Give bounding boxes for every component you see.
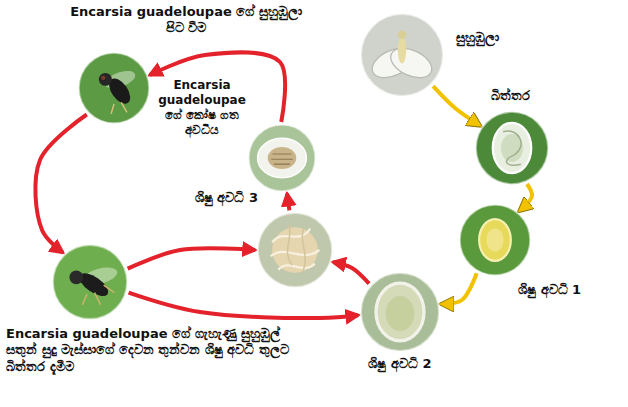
photo-detail — [82, 285, 114, 305]
photo-image — [459, 204, 531, 276]
photo-circle — [475, 111, 549, 185]
photo-image — [360, 272, 440, 352]
photo-detail — [272, 227, 318, 273]
photo-detail — [493, 123, 531, 173]
photo-image — [475, 111, 549, 185]
cycle-arrow — [129, 293, 359, 319]
photo-ground — [52, 244, 128, 320]
photo-ground — [459, 204, 531, 276]
node-circle — [53, 245, 127, 319]
photo-circle — [52, 244, 128, 320]
photo-detail — [386, 42, 436, 83]
photo-detail — [272, 229, 310, 243]
photo-circle — [459, 204, 531, 276]
photo-circle — [360, 13, 444, 97]
photo-detail — [486, 228, 503, 251]
photo-circle — [360, 272, 440, 352]
photo-detail — [101, 76, 105, 80]
photo-detail — [503, 131, 521, 165]
stage-node: ශිෂු අවධි 1 — [459, 204, 531, 276]
stage-node: බිත්තර — [475, 111, 549, 185]
photo-image — [78, 52, 150, 124]
photo-detail — [258, 138, 307, 177]
node-circle — [249, 125, 316, 192]
photo-detail — [398, 37, 406, 64]
stage-node: ශිෂු අවධි 2 — [360, 272, 440, 352]
node-circle — [258, 213, 332, 287]
stage-label: Encarsia guadeloupae ගේ සුහුඹුලා පිට වීම — [66, 4, 306, 37]
node-circle — [476, 112, 549, 185]
photo-image — [248, 124, 316, 192]
stage-label: ශිෂු අවධි 3 — [170, 190, 258, 206]
photo-ground — [78, 52, 150, 124]
node-circle — [361, 273, 439, 351]
cycle-arrow — [433, 86, 480, 125]
photo-circle — [257, 212, 333, 288]
stage-node: Encarsia guadeloupae ගේ සුහුඹුලා පිට වීම — [78, 52, 150, 124]
photo-detail — [278, 264, 314, 270]
photo-ground — [360, 13, 444, 97]
photo-detail — [268, 147, 297, 169]
cycle-arrow — [128, 248, 255, 268]
stage-label: ශිෂු අවධි 2 — [345, 356, 455, 372]
stage-label: Encarsia guadeloupae ගේ කෝෂ ගත අවධිය — [152, 78, 252, 138]
photo-detail — [376, 283, 424, 341]
photo-detail — [386, 296, 415, 331]
stage-node: සුහුඹුලා — [360, 13, 444, 97]
photo-detail — [111, 102, 127, 114]
photo-image — [360, 13, 444, 97]
photo-ground — [360, 272, 440, 352]
stage-node: Encarsia guadeloupae ගේ කෝෂ ගත අවධිය — [248, 124, 316, 192]
photo-detail — [479, 219, 511, 261]
cycle-arrow — [333, 262, 369, 284]
cycle-arrow — [35, 114, 86, 252]
photo-detail — [398, 31, 406, 39]
stage-label: සුහුඹුලා — [456, 30, 546, 46]
photo-circle — [78, 52, 150, 124]
photo-detail — [271, 250, 320, 256]
stage-label: බිත්තර — [470, 88, 550, 104]
cycle-arrow — [519, 184, 532, 211]
photo-detail — [99, 73, 112, 86]
photo-circle — [248, 124, 316, 192]
stage-label: Encarsia guadeloupae ගේ ගැහැණු සුහුඹුල් … — [6, 326, 296, 375]
stage-label: ශිෂු අවධි 1 — [518, 282, 623, 298]
stage-node: Encarsia guadeloupae ගේ ගැහැණු සුහුඹුල් … — [52, 244, 128, 320]
photo-image — [52, 244, 128, 320]
photo-image — [257, 212, 333, 288]
photo-ground — [257, 212, 333, 288]
photo-detail — [302, 227, 305, 273]
photo-detail — [287, 224, 292, 265]
photo-ground — [475, 111, 549, 185]
stage-node: ශිෂු අවධි 3 — [257, 212, 333, 288]
photo-ground — [248, 124, 316, 192]
node-circle — [361, 14, 443, 96]
cycle-arrow — [287, 194, 289, 211]
photo-detail — [271, 154, 293, 164]
cycle-arrow — [441, 273, 476, 304]
photo-detail — [69, 271, 83, 285]
node-circle — [79, 53, 150, 124]
node-circle — [460, 205, 531, 276]
